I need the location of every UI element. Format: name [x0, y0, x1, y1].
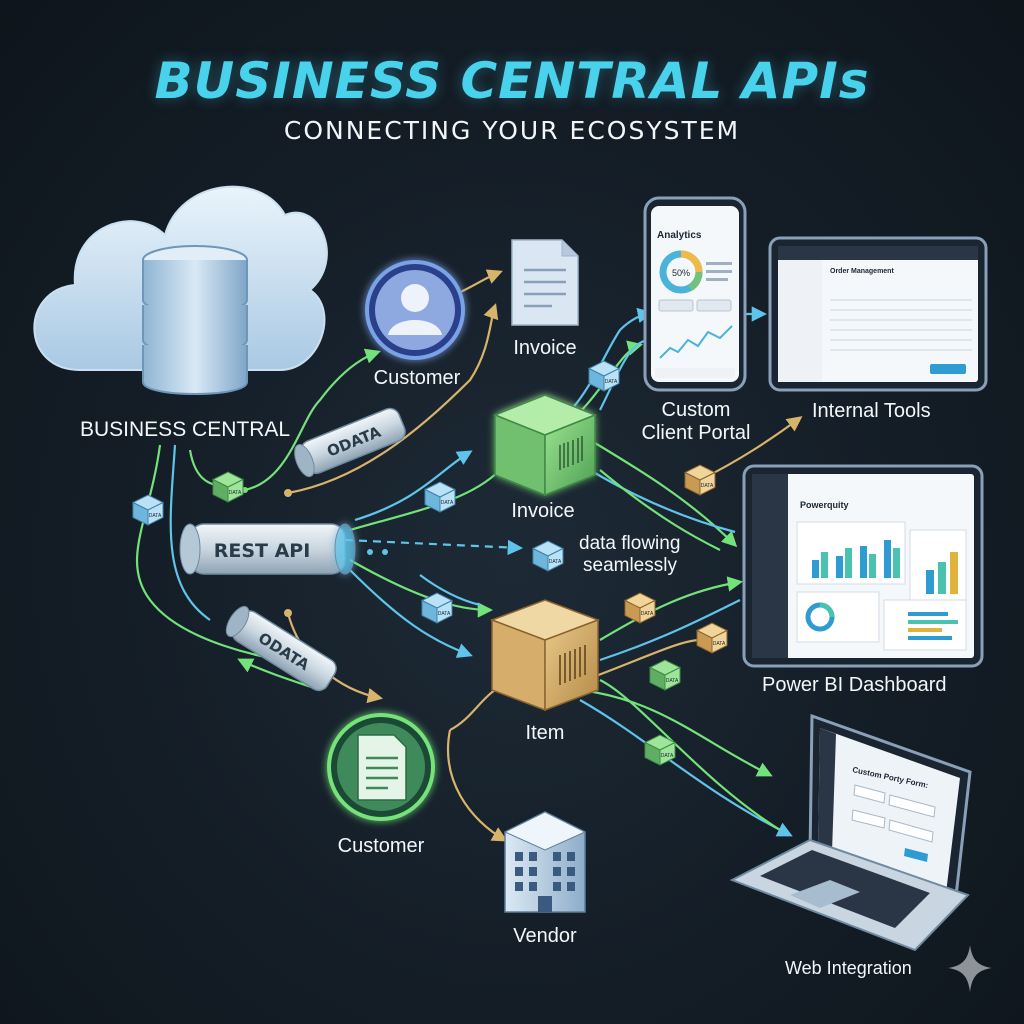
customer-avatar-icon	[365, 260, 465, 360]
data-packet-cube-icon: DATA	[211, 471, 245, 503]
flow-endpoints	[242, 487, 388, 617]
data-packet-label: DATA	[701, 483, 714, 489]
power-bi-label: Power BI Dashboard	[762, 674, 947, 696]
rest-api-connector: REST API	[179, 523, 356, 575]
data-packet-cube-icon: DATA	[587, 360, 621, 392]
data-packet-label: DATA	[441, 500, 454, 506]
data-packet-cube-icon: DATA	[131, 494, 165, 526]
data-packet-cube-icon: DATA	[531, 540, 565, 572]
data-packet-label: DATA	[661, 753, 674, 759]
item-box-icon	[489, 599, 601, 712]
customer-bottom-label: Customer	[337, 835, 425, 857]
internal-tools-tablet: Order Management	[768, 236, 988, 392]
customer-top-label: Customer	[373, 367, 461, 389]
client-portal-label-line1: Custom	[661, 399, 731, 421]
tablet-heading: Order Management	[830, 268, 894, 275]
web-integration-laptop: Custom Porty Form:	[729, 713, 972, 952]
invoice-box-icon	[492, 394, 598, 497]
phone-donut-value: 50%	[672, 268, 690, 278]
vendor-label: Vendor	[513, 925, 577, 947]
dashboard-heading: Powerquity	[800, 500, 849, 510]
item-box-label: Item	[525, 722, 565, 744]
invoice-doc-label: Invoice	[513, 337, 577, 359]
data-packet-cube-icon: DATA	[643, 734, 677, 766]
data-packet-cube-icon: DATA	[423, 481, 457, 513]
client-portal-phone: Analytics 50%	[643, 196, 747, 392]
data-packet-label: DATA	[549, 559, 562, 565]
data-packet-label: DATA	[149, 513, 162, 519]
rest-api-label: REST API	[214, 540, 311, 562]
data-packet-label: DATA	[438, 611, 451, 617]
data-packet-cube-icon: DATA	[648, 659, 682, 691]
vendor-building-icon	[503, 811, 587, 913]
power-bi-monitor: Powerquity	[742, 464, 984, 668]
data-packet-cube-icon: DATA	[695, 622, 729, 654]
data-packet-label: DATA	[713, 641, 726, 647]
sparkle-icon	[948, 945, 992, 992]
invoice-document-icon	[511, 239, 579, 326]
cloud-database-icon	[33, 185, 328, 395]
data-packet-label: DATA	[229, 490, 242, 496]
data-packet-label: DATA	[666, 678, 679, 684]
page-title: BUSINESS CENTRAL APIs	[154, 52, 870, 110]
data-packet-label: DATA	[641, 611, 654, 617]
data-packet-cube-icon: DATA	[623, 592, 657, 624]
customer-document-icon	[327, 713, 435, 821]
phone-analytics-heading: Analytics	[657, 230, 702, 241]
data-packet-cube-icon: DATA	[420, 592, 454, 624]
flow-caption-line2: seamlessly	[583, 555, 677, 576]
invoice-box-label: Invoice	[511, 500, 575, 522]
data-packet-label: DATA	[605, 379, 618, 385]
flow-caption-line1: data flowing	[579, 533, 681, 554]
client-portal-label-line2: Client Portal	[641, 422, 751, 444]
internal-tools-label: Internal Tools	[812, 400, 931, 422]
business-central-label: BUSINESS CENTRAL	[80, 418, 291, 441]
page-subtitle: CONNECTING YOUR ECOSYSTEM	[283, 116, 741, 145]
odata-bottom-connector: ODATA	[225, 605, 337, 692]
dashboard-bars	[812, 540, 958, 594]
data-packet-cube-icon: DATA	[683, 464, 717, 496]
web-integration-label: Web Integration	[785, 958, 912, 978]
data-packets: DATA DATA DATA DATA DATA DATA DATA DATA DATA DATA…	[131, 360, 729, 766]
